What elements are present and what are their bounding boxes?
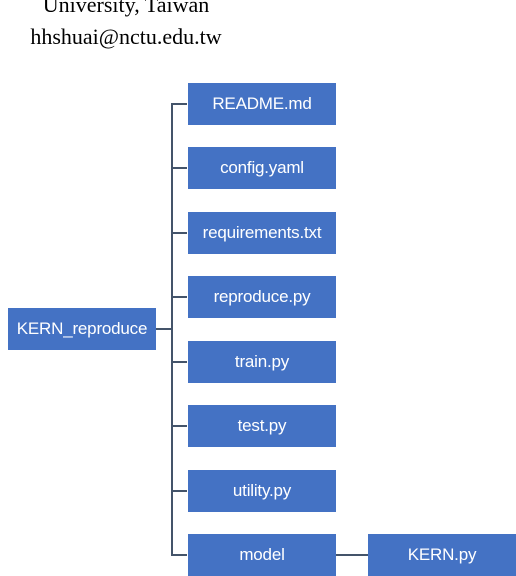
branch-connector-test: [171, 425, 187, 427]
branch-connector-requirements: [171, 232, 187, 234]
branch-connector-config: [171, 167, 187, 169]
branch-connector-readme: [171, 103, 187, 105]
branch-connector-reproduce: [171, 296, 187, 298]
node-utility: utility.py: [188, 470, 336, 512]
node-test: test.py: [188, 405, 336, 447]
root-connector: [156, 328, 172, 330]
node-readme: README.md: [188, 83, 336, 125]
email-text: hhshuai@nctu.edu.tw: [30, 24, 222, 49]
root-node: KERN_reproduce: [8, 308, 156, 350]
branch-connector-utility: [171, 490, 187, 492]
branch-connector-model: [171, 554, 187, 556]
node-train: train.py: [188, 341, 336, 383]
node-requirements: requirements.txt: [188, 212, 336, 254]
model-to-kern-connector: [336, 554, 368, 556]
affiliation-text: University, Taiwan: [42, 0, 210, 17]
node-config: config.yaml: [188, 147, 336, 189]
branch-connector-train: [171, 361, 187, 363]
trunk-connector: [171, 103, 173, 555]
node-kern: KERN.py: [368, 534, 516, 576]
node-reproduce: reproduce.py: [188, 276, 336, 318]
node-model: model: [188, 534, 336, 576]
